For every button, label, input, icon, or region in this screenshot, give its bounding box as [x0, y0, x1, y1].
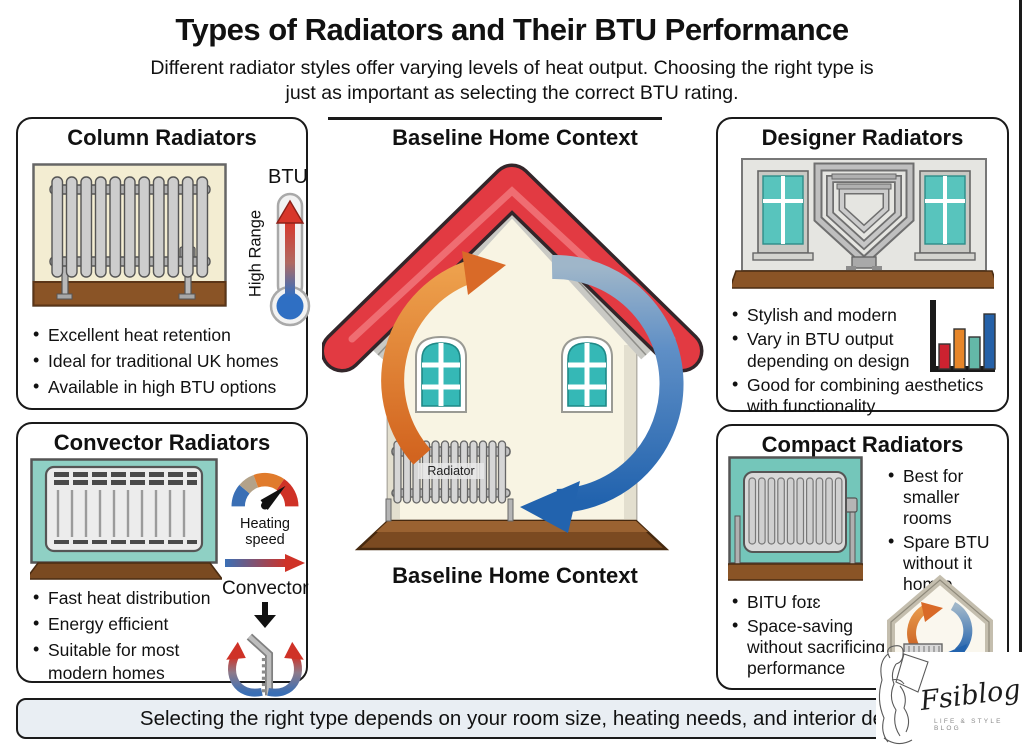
- page-subtitle: Different radiator styles offer varying …: [0, 56, 1024, 105]
- bullet-item: Available in high BTU options: [31, 375, 303, 399]
- panel-convector-title: Convector Radiators: [53, 430, 271, 455]
- bullet-item: Space-saving without sacrificing perform…: [730, 615, 890, 679]
- bullet-item: Suitable for most modern homes: [31, 638, 213, 685]
- down-arrow-icon: [254, 602, 276, 628]
- bullet-item: Vary in BTU output depending on design: [730, 328, 928, 372]
- column-radiator-illustration: [32, 163, 227, 307]
- bullet-item: Good for combining aesthetics with funct…: [730, 374, 1002, 418]
- panel-designer-radiators: Designer Radiators: [716, 117, 1009, 416]
- bullet-item: Ideal for traditional UK homes: [31, 349, 303, 373]
- bullet-item: Best for smaller rooms: [886, 465, 1008, 529]
- convector-flow-label: Convector: [222, 578, 309, 599]
- subtitle-line-1: Different radiator styles offer varying …: [150, 57, 874, 79]
- thermometer-icon: [269, 192, 311, 327]
- heat-gradient-arrow-icon: [225, 554, 305, 572]
- watermark-brand: Fsiblog: [918, 673, 1023, 718]
- panel-column-title: Column Radiators: [67, 125, 257, 150]
- page-title: Types of Radiators and Their BTU Perform…: [175, 12, 849, 47]
- convector-side-graphics: Heating speed Convector: [222, 460, 309, 704]
- convector-radiator-illustration: [30, 458, 222, 580]
- bar-chart-icon: [930, 300, 996, 372]
- btu-label: BTU: [268, 166, 308, 188]
- house-illustration: Radiator: [322, 163, 704, 551]
- designer-radiator-illustration: [732, 158, 994, 289]
- watermark-badge: Fsiblog LIFE & STYLE BLOG: [876, 645, 1024, 752]
- heating-speed-gauge-icon: [231, 472, 299, 510]
- convector-bullet-list: Fast heat distribution Energy efficient …: [31, 586, 213, 688]
- designer-bullet-list: Stylish and modern Vary in BTU output de…: [730, 304, 1002, 421]
- watermark-sketch-icon: [878, 645, 929, 745]
- bullet-item: BITU foɪɛ: [730, 591, 890, 613]
- compact-radiator-illustration: [728, 456, 863, 581]
- footer-text: Selecting the right type depends on your…: [139, 706, 885, 730]
- center-divider-line: [328, 117, 662, 120]
- watermark-tagline: LIFE & STYLE BLOG: [934, 718, 1003, 732]
- convection-airflow-icon: [226, 633, 304, 697]
- bullet-item: Excellent heat retention: [31, 323, 303, 347]
- column-bullet-list: Excellent heat retention Ideal for tradi…: [31, 323, 303, 402]
- house-radiator-label: Radiator: [427, 464, 474, 478]
- compact-bullet-list-left: BITU foɪɛ Space-saving without sacrifici…: [730, 591, 890, 682]
- subtitle-line-2: just as important as selecting the corre…: [285, 81, 739, 104]
- panel-compact-title: Compact Radiators: [761, 432, 964, 457]
- baseline-heading-bottom: Baseline Home Context: [392, 563, 638, 588]
- bullet-item: Stylish and modern: [730, 304, 928, 326]
- compact-bullet-list-right: Best for smaller rooms Spare BTU without…: [886, 465, 1008, 598]
- panel-column-radiators: Column Radiators: [16, 117, 311, 410]
- baseline-heading-top: Baseline Home Context: [392, 125, 638, 150]
- bullet-item: Energy efficient: [31, 612, 213, 636]
- panel-convector-radiators: Convector Radiators Heat: [16, 422, 309, 697]
- bullet-item: Fast heat distribution: [31, 586, 213, 610]
- gauge-label: Heating speed: [240, 516, 290, 548]
- panel-compact-radiators: Compact Radiators Best for smaller rooms…: [716, 424, 1009, 690]
- footer-banner: Selecting the right type depends on your…: [16, 698, 1008, 739]
- panel-designer-title: Designer Radiators: [761, 125, 964, 150]
- center-home-context: Baseline Home Context: [320, 117, 710, 695]
- high-range-label: High Range: [246, 209, 265, 298]
- right-crop-edge: [1019, 0, 1022, 652]
